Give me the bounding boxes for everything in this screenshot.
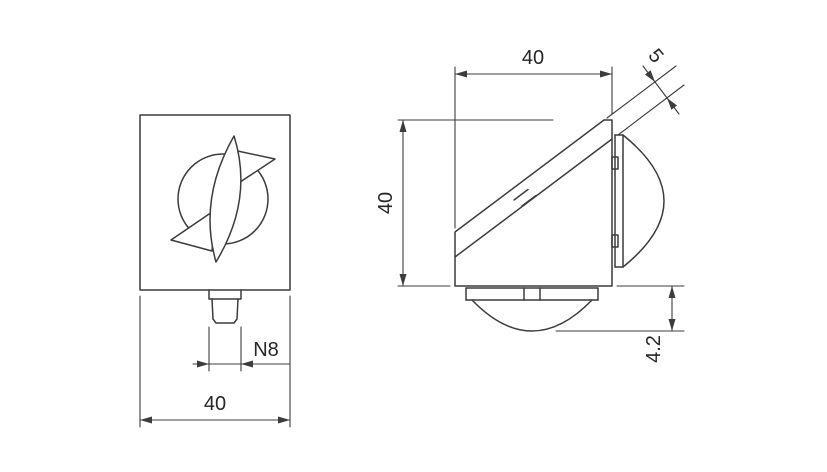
dim-side-width: 40 [454,47,613,229]
dim-label-front-width: 40 [204,393,226,415]
dim-label-side-cap-height: 4.2 [643,335,665,363]
dim-arrow [645,70,655,82]
dim-arrow [278,416,290,424]
dim-arrow [455,70,467,78]
side-geometry [454,119,665,332]
front-tab-outline [208,289,242,324]
dim-side-height: 40 [375,119,554,287]
dim-front-slot: N8 [192,326,290,372]
dim-front-width: 40 [139,295,291,428]
dim-arrow [140,416,152,424]
side-cap-bottom-dome [471,299,593,332]
dim-arrow [600,70,612,78]
side-cap-right-dome [622,134,665,268]
dim-label-front-slot: N8 [253,339,279,361]
front-view: 40 N8 [139,114,291,428]
side-slot-mark [513,188,529,201]
dim-label-side-width: 40 [522,47,544,69]
side-view: 40 40 5 4.2 [375,45,685,363]
side-slot-mark [521,194,537,207]
dim-arrow [399,120,407,132]
front-lever-handle [209,135,242,263]
dim-side-cap-height: 4.2 [555,285,685,363]
dim-arrow [667,98,677,110]
side-body-outline [454,119,613,287]
front-geometry [139,114,291,324]
dim-ext-line [606,65,677,119]
front-body-outline [139,114,291,291]
dim-arrow [668,286,676,298]
dim-arrow [197,360,209,368]
dim-ext-line [617,84,685,136]
dim-arrow [241,360,253,368]
dim-label-side-height: 40 [375,192,397,214]
dim-line [654,81,668,99]
dim-arrow [668,319,676,331]
dim-arrow [399,274,407,286]
